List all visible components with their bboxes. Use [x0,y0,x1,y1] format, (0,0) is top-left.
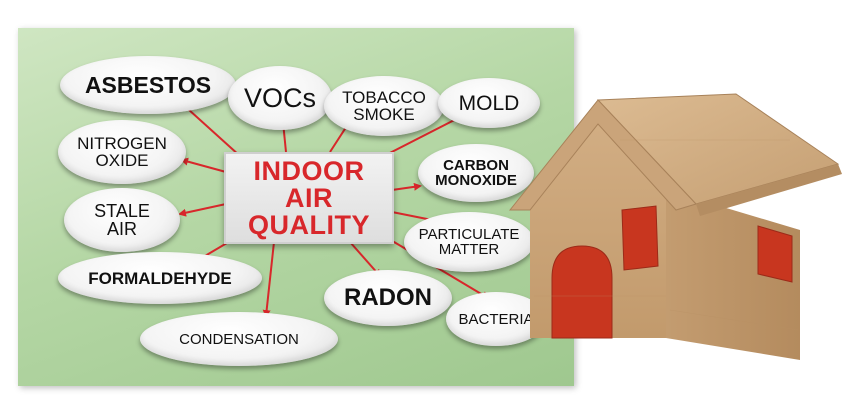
arrow-to-nitrogen-oxide [180,157,227,173]
bubble-particulate-matter: PARTICULATE MATTER [404,212,534,272]
bubble-vocs: VOCs [228,66,332,130]
bubble-formaldehyde: FORMALDEHYDE [58,252,262,304]
bubble-tobacco-smoke: TOBACCO SMOKE [324,76,444,136]
arrow-to-carbon-monoxide [391,182,422,191]
bubble-condensation: CONDENSATION [140,312,338,366]
bubble-mold: MOLD [438,78,540,128]
bubble-nitrogen-oxide: NITROGEN OXIDE [58,120,186,184]
bubble-asbestos: ASBESTOS [60,56,236,114]
arrow-to-condensation [262,241,275,318]
cardboard-house-icon [508,93,842,360]
bubble-stale-air: STALE AIR [64,188,180,252]
bubble-radon: RADON [324,270,452,326]
indoor-air-quality-box: INDOOR AIR QUALITY [224,152,394,244]
bubble-bacteria: BACTERIA [446,292,546,346]
bubble-carbon-monoxide: CARBON MONOXIDE [418,144,534,202]
arrow-to-stale-air [178,203,227,217]
